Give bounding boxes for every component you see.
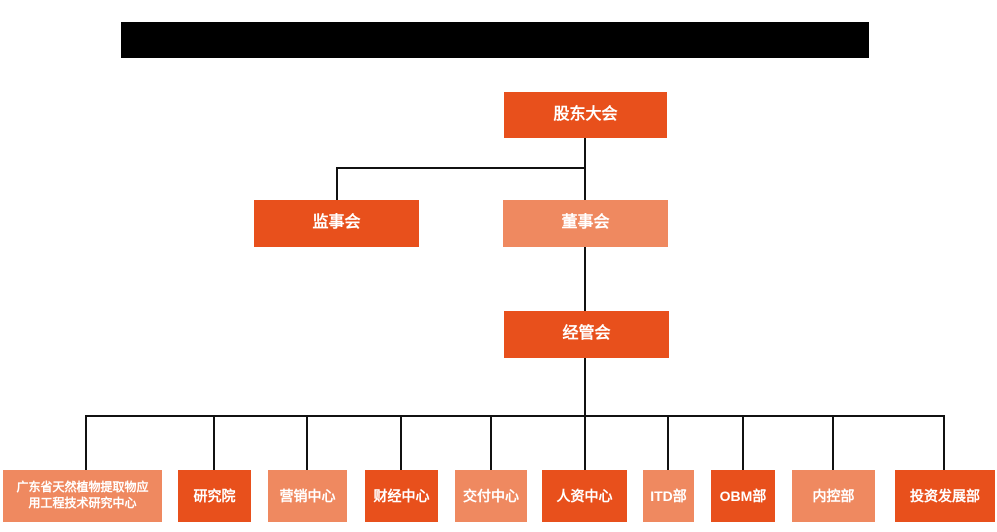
- node-hr-center: 人资中心: [542, 470, 627, 522]
- connector-level4-horizontal: [85, 415, 945, 417]
- connector-level2-horizontal: [336, 167, 586, 169]
- node-marketing-center: 营销中心: [268, 470, 347, 522]
- node-obm-dept: OBM部: [711, 470, 775, 522]
- connector-supervisory-drop: [336, 167, 338, 200]
- connector-drop-research-institute: [213, 415, 215, 470]
- connector-drop-finance-center: [400, 415, 402, 470]
- connector-board-to-management: [584, 247, 586, 311]
- node-itd-dept: ITD部: [643, 470, 694, 522]
- node-internal-control-dept: 内控部: [792, 470, 875, 522]
- connector-drop-obm-dept: [742, 415, 744, 470]
- connector-drop-internal-control-dept: [832, 415, 834, 470]
- connector-drop-delivery-center: [490, 415, 492, 470]
- node-delivery-center: 交付中心: [455, 470, 527, 522]
- node-research-institute: 研究院: [178, 470, 251, 522]
- connector-root-down: [584, 138, 586, 200]
- connector-drop-marketing-center: [306, 415, 308, 470]
- node-shareholders-meeting: 股东大会: [504, 92, 667, 138]
- node-board-of-directors: 董事会: [503, 200, 668, 247]
- node-research-center: 广东省天然植物提取物应用工程技术研究中心: [3, 470, 162, 522]
- connector-drop-research-center: [85, 415, 87, 470]
- connector-drop-hr-center: [584, 415, 586, 470]
- node-management-committee: 经管会: [504, 311, 669, 358]
- connector-management-down: [584, 358, 586, 416]
- node-finance-center: 财经中心: [365, 470, 438, 522]
- node-supervisory-board: 监事会: [254, 200, 419, 247]
- node-investment-development-dept: 投资发展部: [895, 470, 995, 522]
- connector-drop-investment-development-dept: [943, 415, 945, 470]
- connector-drop-itd-dept: [667, 415, 669, 470]
- redacted-title-bar: [121, 22, 869, 58]
